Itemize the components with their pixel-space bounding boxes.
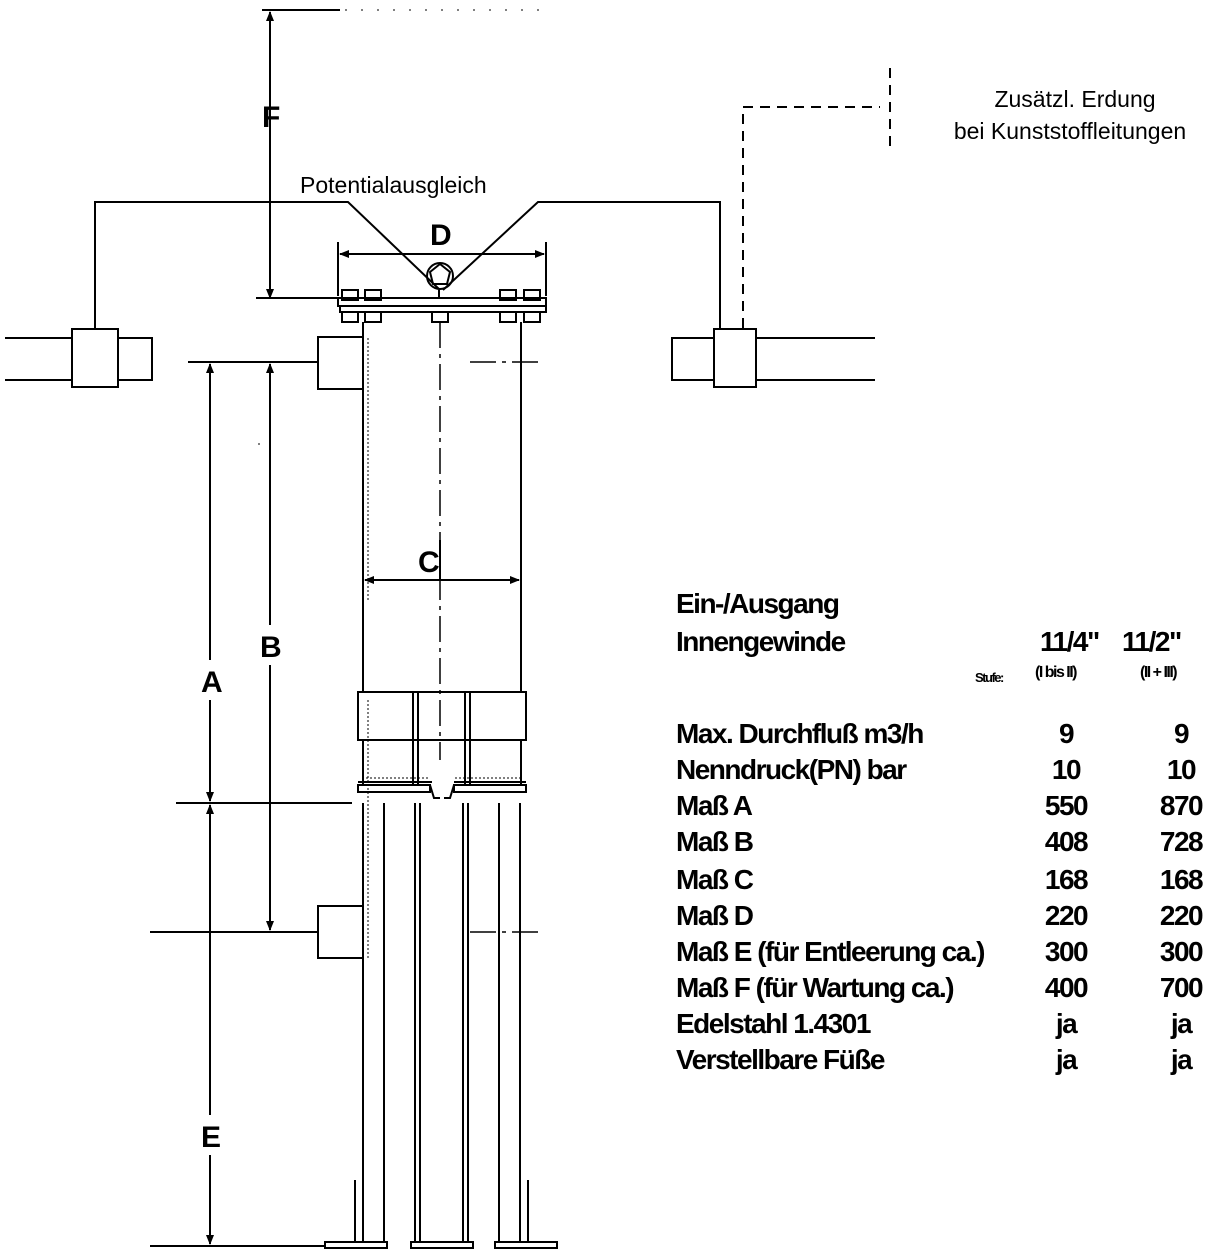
spec-row-value-2: 870 [1159, 790, 1204, 821]
spec-row-value-2: 10 [1166, 754, 1197, 785]
dimension-line-c [364, 540, 520, 584]
filter-housing [357, 322, 527, 799]
thread-size-2: 11/2" [1122, 626, 1182, 657]
spec-row: Maß C 168 168 [676, 864, 1228, 896]
dimension-label-f: F [262, 101, 280, 134]
spec-row-label: Nenndruck(PN) bar [676, 754, 907, 785]
spec-row-label: Maß F (für Wartung ca.) [676, 972, 955, 1003]
thread-size-1: 11/4" [1040, 626, 1100, 657]
stage-label: Stufe: [975, 670, 1004, 685]
right-pipe [671, 328, 875, 388]
spec-row: Maß B 408 728 [676, 826, 1228, 858]
spec-row-value-1: 408 [1044, 826, 1089, 857]
spec-header-line1: Ein-/Ausgang [676, 588, 840, 619]
spec-row-label: Maß A [676, 790, 753, 821]
dimension-label-b: B [260, 631, 282, 664]
spec-row: Max. Durchfluß m3/h 9 9 [676, 718, 1228, 750]
outlet-port [317, 905, 364, 959]
dimension-line-f [256, 9, 345, 299]
spec-row-label: Maß E (für Entleerung ca.) [676, 936, 985, 967]
extra-grounding-label-line2: bei Kunststoffleitungen [954, 118, 1186, 144]
spec-row-label: Max. Durchfluß m3/h [676, 718, 924, 749]
spec-row-value-2: 220 [1159, 900, 1204, 931]
dimension-label-c: C [418, 546, 440, 579]
spec-row-value-2: 300 [1159, 936, 1204, 967]
spec-row-value-2: 9 [1173, 718, 1190, 749]
spec-row-value-1: ja [1055, 1008, 1078, 1039]
spec-row-value-1: 400 [1044, 972, 1089, 1003]
spec-row-value-1: 10 [1051, 754, 1082, 785]
spec-row-label: Maß D [676, 900, 754, 931]
extra-grounding-dashed-line [742, 68, 891, 328]
potential-equalization-label: Potentialausgleich [300, 172, 487, 198]
spec-row: Maß A 550 870 [676, 790, 1228, 822]
spec-row-value-1: 300 [1044, 936, 1089, 967]
inlet-port [317, 336, 364, 390]
spec-row-value-2: 700 [1159, 972, 1204, 1003]
adjustable-legs [324, 803, 558, 1249]
dimension-label-e: E [201, 1121, 221, 1154]
stage-2: (II + III) [1140, 664, 1178, 681]
spec-row-value-1: 168 [1044, 864, 1089, 895]
spec-row: Maß F (für Wartung ca.) 400 700 [676, 972, 1228, 1004]
left-pipe [5, 328, 153, 388]
spec-row: Verstellbare Füße ja ja [676, 1044, 1228, 1076]
potential-equalization-wire [94, 201, 721, 330]
spec-row-label: Verstellbare Füße [676, 1044, 885, 1075]
dimension-line-d [337, 242, 547, 296]
spec-row-value-2: 168 [1159, 864, 1204, 895]
dimension-label-d: D [430, 219, 452, 252]
spec-header-line2: Innengewinde [676, 626, 846, 657]
extra-grounding-label-line1: Zusätzl. Erdung [994, 86, 1155, 112]
spec-row: Nenndruck(PN) bar 10 10 [676, 754, 1228, 786]
spec-row: Maß E (für Entleerung ca.) 300 300 [676, 936, 1228, 968]
stage-1: (I bis II) [1035, 664, 1078, 681]
spec-row-label: Maß B [676, 826, 754, 857]
spec-row-value-2: ja [1170, 1008, 1193, 1039]
dimension-label-a: A [201, 666, 223, 699]
spec-row-value-1: 220 [1044, 900, 1089, 931]
top-flange [337, 262, 547, 323]
spec-row-value-1: 9 [1058, 718, 1075, 749]
spec-row-value-1: 550 [1044, 790, 1089, 821]
spec-row-label: Edelstahl 1.4301 [676, 1008, 871, 1039]
spec-row-value-1: ja [1055, 1044, 1078, 1075]
spec-row-value-2: ja [1170, 1044, 1193, 1075]
spec-row: Edelstahl 1.4301 ja ja [676, 1008, 1228, 1040]
spec-row-value-2: 728 [1159, 826, 1204, 857]
spec-row-label: Maß C [676, 864, 754, 895]
spec-row: Maß D 220 220 [676, 900, 1228, 932]
